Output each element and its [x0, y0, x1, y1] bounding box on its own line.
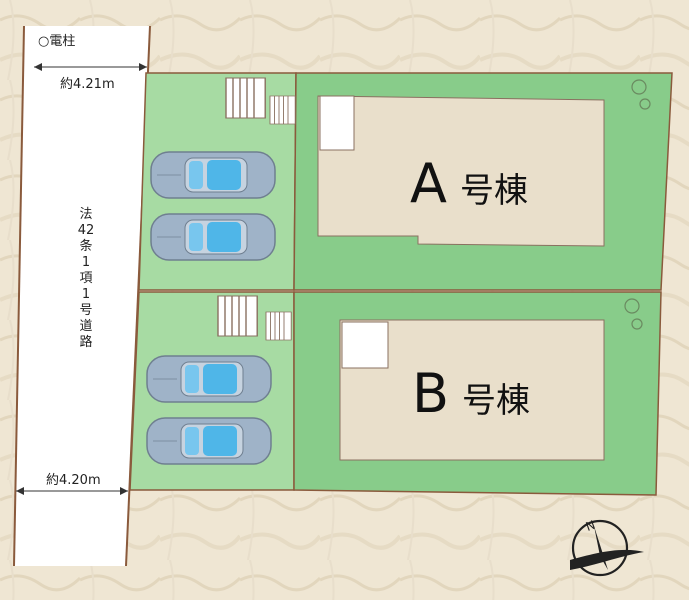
- lot-b-stairs-2: [265, 311, 292, 341]
- lot-b-car-1: [146, 355, 272, 403]
- road-type-char: 1: [82, 287, 90, 302]
- compass: N: [570, 518, 644, 577]
- lot-a-car-2: [150, 213, 276, 261]
- lot-b-letter: B: [412, 362, 449, 425]
- dimension-arrow-right-top: [139, 63, 147, 71]
- road-width-top: 約4.21m: [60, 77, 115, 92]
- lot-a-letter: A: [410, 152, 447, 215]
- lot-a-building: [317, 95, 605, 247]
- compass-ring: [571, 519, 629, 577]
- lot-a-label: 号棟: [460, 171, 528, 211]
- road-type-char: 42: [78, 223, 95, 238]
- road-type-char: 法: [79, 207, 92, 222]
- road-type-char: 路: [79, 334, 92, 350]
- road-type-char: 道: [79, 319, 92, 334]
- lot-a-car-1: [150, 151, 276, 199]
- lot-b: B 号棟: [129, 291, 662, 496]
- lot-a-stairs: [225, 77, 266, 119]
- road-type-char: 1: [82, 255, 90, 270]
- road-type-char: 号: [79, 303, 92, 318]
- dimension-arrow-right-bottom: [120, 487, 128, 495]
- lot-b-tree-2: [631, 318, 643, 330]
- lot-a-tree-1: [631, 79, 647, 95]
- dimension-arrow-left-bottom: [16, 487, 24, 495]
- lot-a-stairs-2: [269, 95, 296, 125]
- road-type-char: 条: [79, 238, 92, 254]
- compass-needle-icon: [594, 526, 608, 570]
- road-type-char: 項: [79, 271, 92, 286]
- lot-b-building: [339, 319, 605, 461]
- road: [14, 26, 150, 566]
- dimension-arrow-left-top: [34, 63, 42, 71]
- road-edge-left: [13, 25, 25, 567]
- road-width-bottom: 約4.20m: [46, 473, 101, 488]
- lot-b-tree-1: [624, 298, 640, 314]
- lot-b-stairs: [217, 295, 258, 337]
- lot-a-tree-2: [639, 98, 651, 110]
- lot-a: A 号棟: [138, 72, 673, 291]
- lot-b-label: 号棟: [462, 381, 530, 421]
- compass-swoosh: [570, 549, 644, 570]
- utility-pole-label: ○電柱: [38, 34, 75, 49]
- lot-b-car-2: [146, 417, 272, 465]
- lot-a-entry-porch: [319, 95, 355, 151]
- lot-b-entry-porch: [341, 321, 389, 369]
